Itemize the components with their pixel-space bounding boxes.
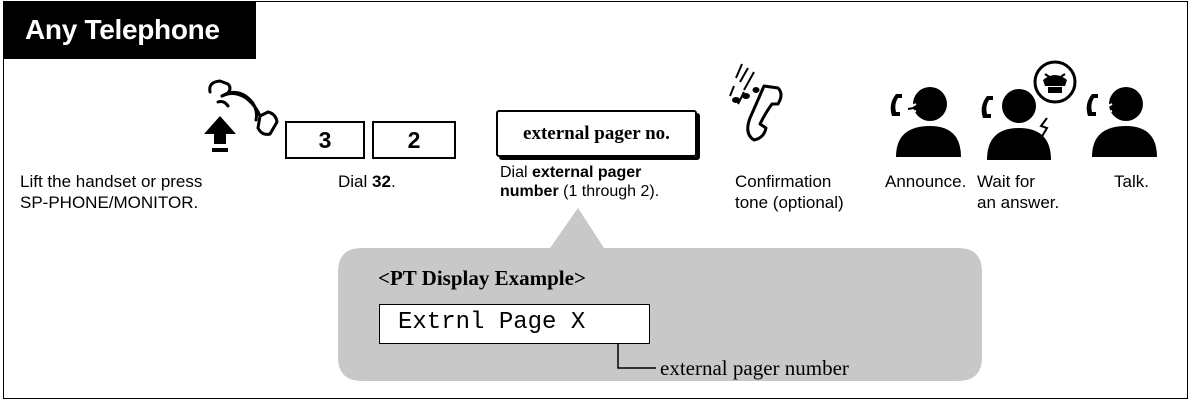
digit-key-2: 2: [372, 121, 456, 159]
display-example-title: <PT Display Example>: [378, 266, 586, 290]
lcd-display-text: Extrnl Page X: [398, 309, 586, 336]
person-wait-icon: [975, 60, 1080, 160]
person-announce-icon: [886, 82, 961, 157]
external-pager-no-key: external pager no.: [496, 110, 697, 157]
lcd-display: [379, 304, 650, 344]
person-talk-icon: [1082, 82, 1157, 157]
talk-caption: Talk.: [1114, 172, 1149, 191]
confirmation-caption: Confirmation tone (optional): [735, 172, 844, 212]
dial-code-caption: Dial 32.: [338, 172, 396, 191]
handset-lift-icon: [198, 72, 298, 157]
pager-caption: Dial external pager number (1 through 2)…: [500, 164, 660, 200]
confirmation-tone-icon: [726, 60, 796, 155]
display-example-note: external pager number: [660, 356, 849, 380]
diagram-frame: [3, 1, 1188, 399]
lift-caption: Lift the handset or press SP-PHONE/MONIT…: [20, 172, 203, 212]
announce-caption: Announce.: [885, 172, 967, 191]
wait-caption: Wait for an answer.: [977, 172, 1060, 212]
digit-key-3: 3: [285, 121, 365, 159]
header-title: Any Telephone: [3, 1, 256, 59]
